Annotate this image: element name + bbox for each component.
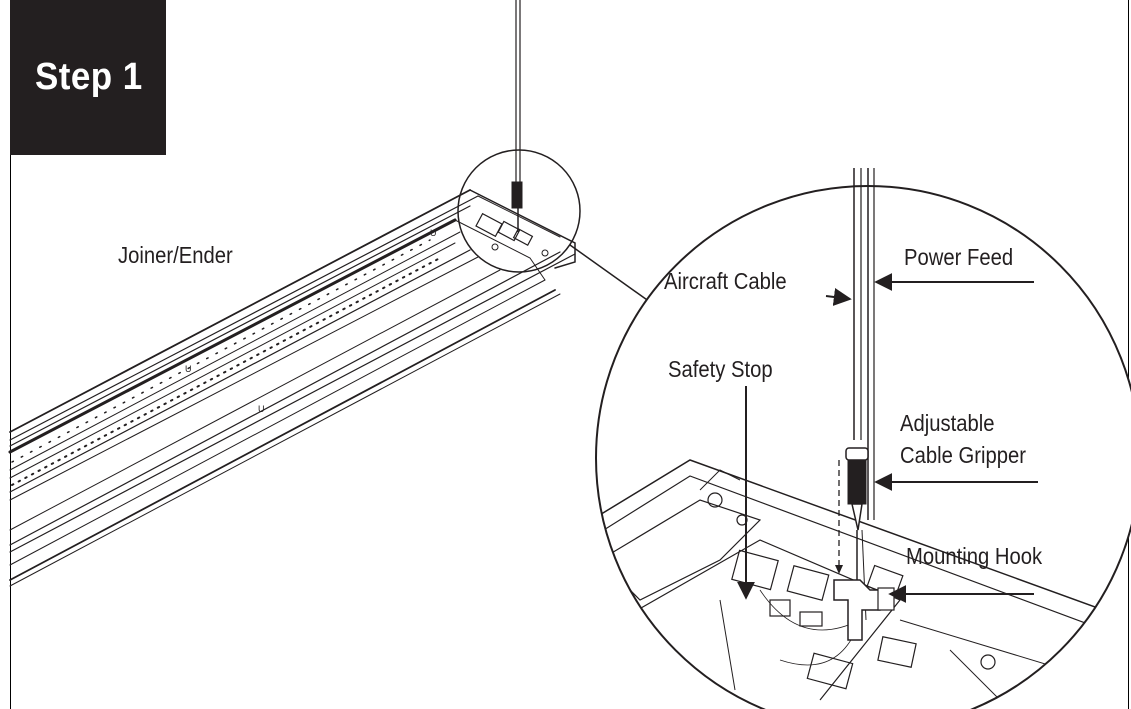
suspension-cable [511,0,523,232]
magnified-detail [595,168,1131,709]
detail-callout-circle [457,149,581,273]
callout-connector [569,244,651,303]
svg-text:U: U [258,404,265,414]
linear-fixture: U U U [8,189,576,587]
diagram-frame [10,0,1129,709]
arrow-aircraft-cable [825,288,852,306]
label-cable-gripper-line2: Cable Gripper [900,442,1027,468]
step-label: Step 1 [35,56,143,98]
label-cable-gripper-line1: Adjustable [900,410,995,436]
svg-text:U: U [430,228,437,238]
label-joiner-ender: Joiner/Ender [118,242,233,268]
label-power-feed: Power Feed [904,244,1014,270]
label-aircraft-cable: Aircraft Cable [664,268,787,294]
step-badge: Step 1 [10,0,166,155]
callout-arrows [737,273,1038,603]
svg-text:U: U [185,364,192,374]
label-mounting-hook: Mounting Hook [906,543,1043,569]
label-safety-stop: Safety Stop [668,356,773,382]
